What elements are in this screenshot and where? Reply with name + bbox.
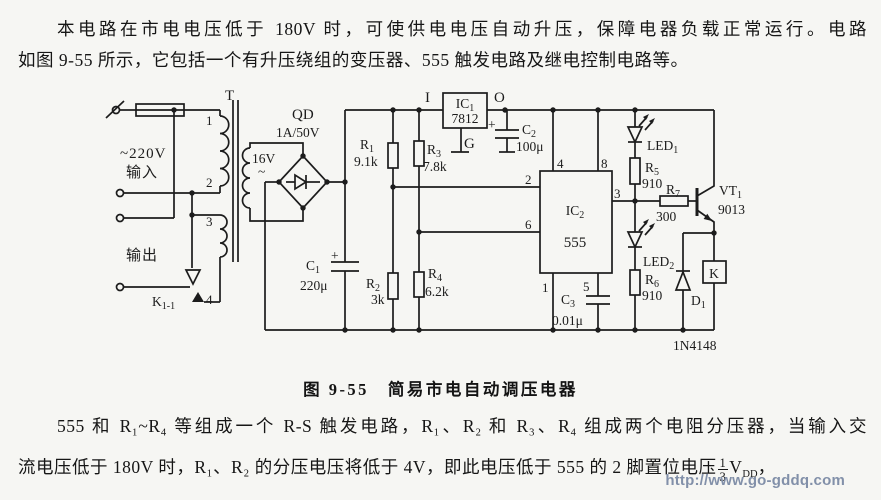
rectifier-label: QD bbox=[292, 107, 314, 123]
ic1-part-number: 7812 bbox=[452, 111, 479, 126]
transformer-tap-4: 4 bbox=[206, 292, 213, 307]
r2-label: R2 bbox=[366, 276, 380, 294]
led2-label: LED2 bbox=[643, 254, 674, 272]
circuit-diagram: ~220V 输入 输出 K1-1 4 T 1 2 3 16V ~ bbox=[105, 88, 745, 353]
capacitor-c2 bbox=[495, 110, 519, 153]
r7-label: R7 bbox=[666, 182, 680, 200]
r6-value: 910 bbox=[642, 288, 663, 303]
intro-paragraph: 本电路在市电电压低于 180V 时，可使供电电压自动升压，保障电器负载正常运行。… bbox=[18, 14, 867, 76]
ic2-pin-8: 8 bbox=[601, 156, 608, 171]
diode-d1 bbox=[674, 232, 714, 330]
resistor-r1-r2 bbox=[387, 110, 399, 330]
timer-ic2 bbox=[539, 110, 635, 330]
voltage-regulator-ic1 bbox=[442, 92, 488, 153]
vt1-label: VT1 bbox=[719, 183, 742, 201]
transformer-tap-3: 3 bbox=[206, 214, 213, 229]
fraction-numerator: 1 bbox=[717, 455, 729, 470]
r6-label: R6 bbox=[645, 272, 659, 290]
d1-part-number: 1N4148 bbox=[673, 338, 717, 353]
led1 bbox=[626, 110, 655, 145]
ic1-label: IC1 bbox=[456, 96, 475, 114]
ic2-pin-1: 1 bbox=[542, 280, 549, 295]
resistor-r7 bbox=[635, 195, 697, 207]
secondary-ac-symbol: ~ bbox=[258, 164, 265, 179]
c2-value: 100μ bbox=[516, 139, 544, 154]
relay-contact-label: K1-1 bbox=[152, 294, 175, 312]
led2 bbox=[626, 201, 655, 250]
bridge-rectifier bbox=[264, 153, 345, 330]
body-line-1: 555 和 R₁~R₄ 等组成一个 R-S 触发电路，R₁、R₂ 和 R₃、R₄… bbox=[57, 416, 867, 436]
body-line-2-end: ， bbox=[757, 457, 776, 477]
intro-line-2: 如图 9-55 所示，它包括一个有升压绕组的变压器、555 触发电路及继电控制电… bbox=[18, 50, 689, 70]
transformer-label: T bbox=[225, 88, 234, 104]
r5-value: 910 bbox=[642, 176, 663, 191]
resistor-r3-r4 bbox=[413, 110, 425, 330]
figure-caption: 图 9-55 简易市电自动调压电器 bbox=[303, 380, 578, 399]
vdd-subscript: DD bbox=[742, 469, 758, 480]
ic2-label: IC2 bbox=[566, 203, 585, 221]
c1-label: C1 bbox=[306, 258, 320, 276]
c3-value: 0.01μ bbox=[552, 313, 583, 328]
fraction-denominator: 3 bbox=[719, 470, 727, 484]
transistor-vt1 bbox=[695, 110, 715, 233]
r1-value: 9.1k bbox=[354, 154, 378, 169]
ic2-pin-2: 2 bbox=[525, 172, 532, 187]
mains-input-terminals bbox=[105, 100, 125, 292]
c1-value: 220μ bbox=[300, 278, 328, 293]
relay-coil-k bbox=[702, 233, 727, 330]
intro-line-1: 本电路在市电电压低于 180V 时，可使供电电压自动升压，保障电器负载正常运行。… bbox=[57, 19, 867, 39]
r4-value: 6.2k bbox=[425, 284, 449, 299]
body-line-2: 流电压低于 180V 时，R₁、R₂ 的分压电压将低于 4V，即此电压低于 55… bbox=[18, 447, 867, 495]
r1-label: R1 bbox=[360, 137, 374, 155]
transformer-tap-1: 1 bbox=[206, 113, 213, 128]
body-line-2-text: 流电压低于 180V 时，R₁、R₂ 的分压电压将低于 4V，即此电压低于 55… bbox=[18, 457, 717, 477]
ic2-pin-3: 3 bbox=[614, 186, 621, 201]
ic1-pin-in: I bbox=[425, 90, 430, 106]
ac-wiring bbox=[124, 110, 220, 288]
vdd-symbol: V bbox=[729, 457, 743, 477]
c3-label: C3 bbox=[561, 292, 575, 310]
c2-polarity: + bbox=[488, 117, 496, 132]
d1-label: D1 bbox=[691, 293, 706, 311]
output-label: 输出 bbox=[126, 247, 158, 264]
junction-dots bbox=[171, 107, 717, 333]
c1-polarity: + bbox=[331, 248, 339, 263]
vt1-part-number: 9013 bbox=[718, 202, 745, 217]
capacitor-c3 bbox=[586, 295, 610, 330]
rectifier-rating: 1A/50V bbox=[276, 125, 320, 140]
ic1-pin-gnd: G bbox=[464, 136, 475, 152]
transformer bbox=[219, 100, 304, 262]
c2-label: C2 bbox=[522, 122, 536, 140]
secondary-voltage-label: 16V bbox=[252, 151, 276, 166]
transformer-tap-2: 2 bbox=[206, 175, 213, 190]
mains-voltage-label: ~220V bbox=[120, 146, 166, 162]
r3-label: R3 bbox=[427, 142, 441, 160]
relay-contact-k1-1 bbox=[184, 257, 221, 303]
resistor-r6 bbox=[629, 247, 641, 330]
r3-value: 7.8k bbox=[423, 159, 447, 174]
r4-label: R4 bbox=[428, 266, 442, 284]
body-paragraph: 555 和 R₁~R₄ 等组成一个 R-S 触发电路，R₁、R₂ 和 R₃、R₄… bbox=[18, 406, 867, 495]
capacitor-c1 bbox=[331, 110, 359, 330]
input-label: 输入 bbox=[126, 164, 158, 181]
ic2-pin-4: 4 bbox=[557, 156, 564, 171]
ic2-pin-5: 5 bbox=[583, 279, 590, 294]
r7-value: 300 bbox=[656, 209, 677, 224]
resistor-r5 bbox=[629, 142, 641, 201]
ic2-part-number: 555 bbox=[564, 235, 587, 251]
watermark-url: http://www.go-gddq.com bbox=[665, 472, 845, 489]
r5-label: R5 bbox=[645, 160, 659, 178]
relay-coil-label: K bbox=[709, 266, 719, 281]
r2-value: 3k bbox=[371, 292, 385, 307]
led1-label: LED1 bbox=[647, 138, 678, 156]
ic2-pin-6: 6 bbox=[525, 217, 532, 232]
fuse bbox=[120, 103, 220, 117]
ic1-pin-out: O bbox=[494, 90, 505, 106]
